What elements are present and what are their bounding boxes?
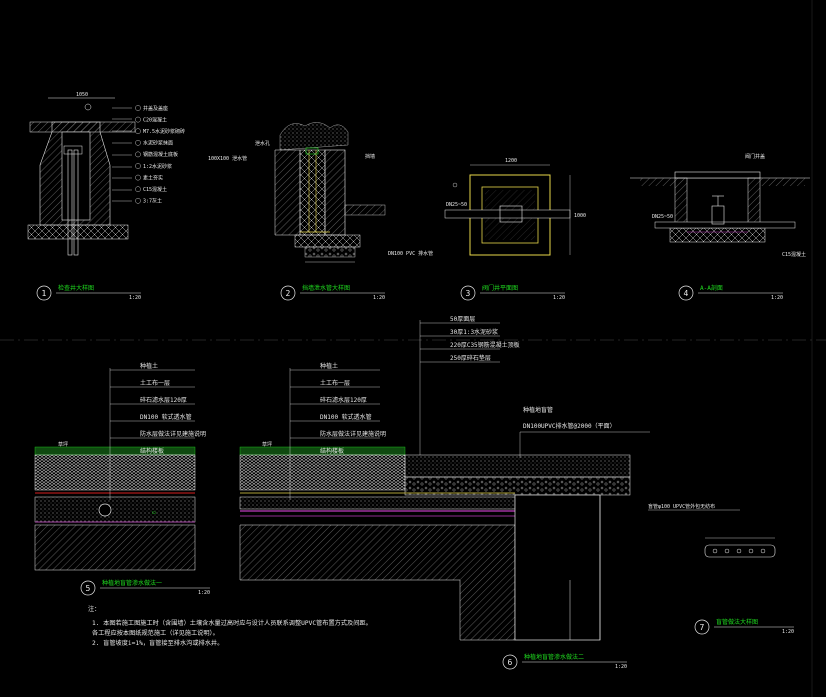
detail-3-valve-pit-plan: 1200 1000 DN25~50 xyxy=(444,158,586,256)
layer-label: 250厚碎石垫层 xyxy=(450,354,491,362)
d3-height-dim: 1000 xyxy=(574,213,586,219)
d1-callout-label: M7.5水泥砂浆砌砖 xyxy=(143,128,185,135)
detail-number: 7 xyxy=(700,623,705,632)
detail-number-circle xyxy=(460,285,476,301)
detail-number-circle xyxy=(502,654,518,670)
d2-callout-label: DN100 PVC 排水管 xyxy=(388,250,433,257)
d1-top-dim: 1050 xyxy=(76,92,88,98)
detail-number-circle xyxy=(36,285,52,301)
d4-callout-label: C15混凝土 xyxy=(782,251,806,258)
d6-grass-label: 草坪 xyxy=(262,441,272,448)
detail-scale: 1:20 xyxy=(129,295,141,301)
svg-text:▭: ▭ xyxy=(152,509,156,516)
d1-callout-label: 1:2水泥砂浆 xyxy=(143,163,172,170)
detail-2-retaining-wall: 泄水孔 100X100 泄水管 挡墙 DN100 PVC 排水管 xyxy=(208,122,433,263)
detail-number-circle xyxy=(280,285,296,301)
detail-scale: 1:20 xyxy=(553,295,565,301)
layer-label: 结构楼板 xyxy=(320,447,344,455)
detail-scale: 1:20 xyxy=(615,664,627,670)
layer-label: 50厚面层 xyxy=(450,316,475,323)
pipe-note-label: 种植地盲管 xyxy=(523,406,553,414)
detail-number: 3 xyxy=(466,289,471,298)
detail-title: 种植地盲管渗水做法二 xyxy=(524,653,584,661)
detail-title-d2: 2 挡墙泄水管大样图 1:20 xyxy=(280,284,385,301)
layer-label: 防水层做法详见建施说明 xyxy=(320,430,386,438)
d1-callout-label: 水泥砂浆抹面 xyxy=(143,140,173,147)
detail-title: 检查井大样图 xyxy=(58,284,94,292)
detail-title: 盲管做法大样图 xyxy=(716,618,758,626)
detail-title-d3: 3 阀门井平面图 1:20 xyxy=(460,284,565,301)
detail-number: 4 xyxy=(684,289,689,298)
d2-callout-label: 挡墙 xyxy=(365,153,375,160)
d7-label: 盲管φ100 UPVC管外包无纺布 xyxy=(648,503,715,510)
layer-label: 土工布一层 xyxy=(140,379,170,387)
d4-callout-label: 阀门井盖 xyxy=(745,153,765,160)
detail-title-d7: 7 盲管做法大样图 1:20 xyxy=(694,618,794,635)
detail-scale: 1:20 xyxy=(373,295,385,301)
detail-title-d5: 5 种植地盲管渗水做法一 1:20 xyxy=(80,579,210,596)
detail-number: 5 xyxy=(86,584,91,593)
d1-callout-label: 钢筋混凝土底板 xyxy=(143,151,178,158)
d1-callout-label: C15混凝土 xyxy=(143,186,167,193)
layer-label: 种植土 xyxy=(320,362,338,370)
detail-scale: 1:20 xyxy=(771,295,783,301)
detail-number-circle xyxy=(694,619,710,635)
detail-number: 1 xyxy=(42,289,47,298)
layer-label: 土工布一层 xyxy=(320,379,350,387)
d1-callout-label: 井盖及盖座 xyxy=(143,105,168,112)
detail-number-circle xyxy=(678,285,694,301)
layer-label: 种植土 xyxy=(140,362,158,370)
detail-title: 挡墙泄水管大样图 xyxy=(302,284,350,292)
detail-number: 2 xyxy=(286,289,291,298)
detail-title-d4: 4 A-A剖面 1:20 xyxy=(678,284,783,301)
detail-title: 阀门井平面图 xyxy=(482,284,518,292)
layer-label: 30厚1:3水泥砂浆 xyxy=(450,328,498,336)
d5-grass-label: 草坪 xyxy=(58,441,68,448)
notes-line-3: 2. 盲管坡度i=1%，盲管接至排水沟或排水井。 xyxy=(92,639,223,647)
detail-title-d1: 1 检查井大样图 1:20 xyxy=(36,284,141,301)
d3-pipe-label: DN25~50 xyxy=(446,202,467,208)
notes-heading: 注： xyxy=(88,605,100,613)
d1-callout-label: 素土夯实 xyxy=(143,174,163,181)
d4-callout-label: DN25~50 xyxy=(652,214,673,220)
layer-label: 220厚C35钢筋混凝土顶板 xyxy=(450,341,520,349)
notes-line-1: 1. 本图若施工图施工时（含围墙）土壤含水量过高时应与设计人员联系调整UPVC管… xyxy=(92,619,372,627)
d1-callout-label: 3:7灰土 xyxy=(143,198,162,205)
d1-callout-label: C20混凝土 xyxy=(143,116,167,123)
pipe-note-spec: DN100UPVC排水管@2000（平面） xyxy=(523,422,616,430)
general-notes: 注： 1. 本图若施工图施工时（含围墙）土壤含水量过高时应与设计人员联系调整UP… xyxy=(88,605,372,647)
detail-7-pipe-detail: 盲管φ100 UPVC管外包无纺布 xyxy=(648,503,776,558)
d2-callout-label: 泄水孔 xyxy=(255,140,270,147)
layer-label: 防水层做法详见建施说明 xyxy=(140,430,206,438)
detail-number-circle xyxy=(80,580,96,596)
notes-line-2: 各工程应按本图纸规范施工（详见施工说明）。 xyxy=(92,629,219,637)
detail-number: 6 xyxy=(508,658,513,667)
detail-title: 种植地盲管渗水做法一 xyxy=(102,579,162,587)
detail-title: A-A剖面 xyxy=(700,284,723,292)
layer-label: 碎石滤水层120厚 xyxy=(140,396,187,404)
d3-width-dim: 1200 xyxy=(505,158,517,164)
detail-scale: 1:20 xyxy=(782,629,794,635)
layer-label: DN100 软式透水管 xyxy=(320,413,372,421)
layer-label: 结构楼板 xyxy=(140,447,164,455)
d2-callout-label: 100X100 泄水管 xyxy=(208,155,247,162)
detail-title-d6: 6 种植地盲管渗水做法二 1:20 xyxy=(502,653,627,670)
layer-label: DN100 软式透水管 xyxy=(140,413,192,421)
detail-scale: 1:20 xyxy=(198,590,210,596)
layer-label: 碎石滤水层120厚 xyxy=(320,396,367,404)
